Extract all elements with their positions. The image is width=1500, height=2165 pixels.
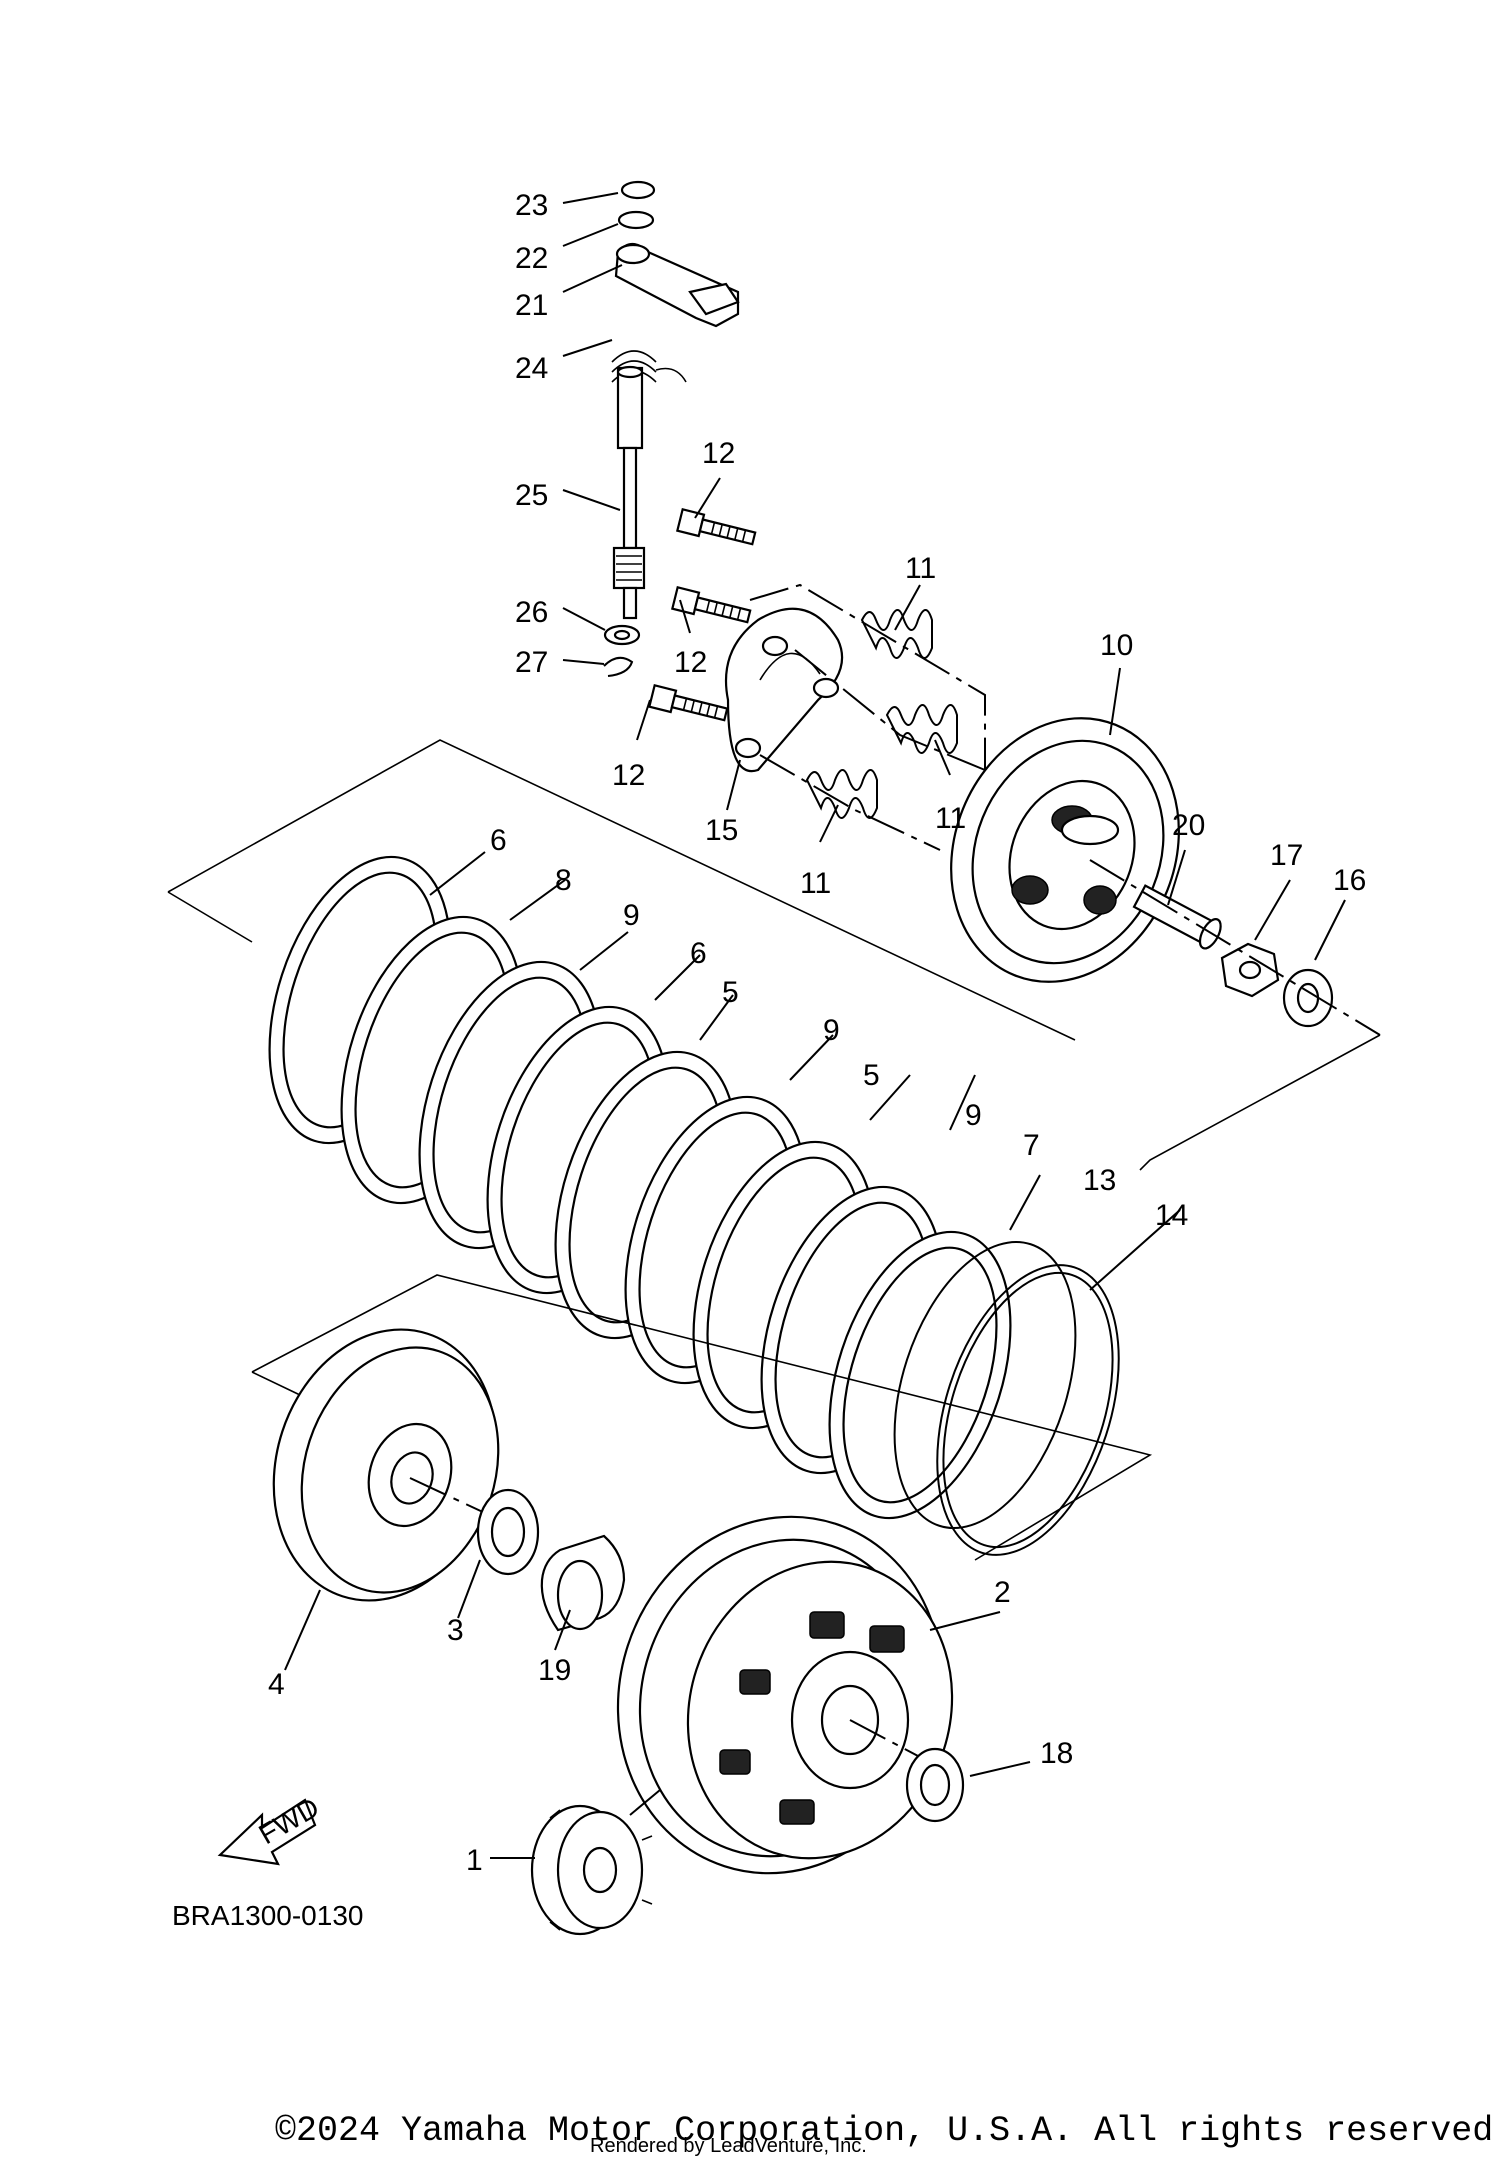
callout-13: 13 (1083, 1164, 1116, 1197)
pressure-plate (950, 717, 1180, 983)
fwd-arrow-icon: FWD (217, 1791, 324, 1866)
clutch-rings (893, 1240, 1120, 1556)
clutch-push-lever-assembly (603, 180, 740, 677)
bolts (648, 507, 757, 722)
callout-7: 7 (1023, 1129, 1040, 1162)
callouts: 1 2 3 4 5 5 6 6 7 8 9 9 9 10 11 11 11 12… (268, 189, 1366, 1877)
hub-outline (251, 1274, 1153, 1561)
callout-12-c: 12 (612, 759, 645, 792)
callout-12-b: 12 (674, 646, 707, 679)
callout-11-b: 11 (935, 802, 966, 835)
callout-25: 25 (515, 479, 548, 512)
callout-20: 20 (1172, 809, 1205, 842)
callout-24: 24 (515, 352, 548, 385)
retainer-plate (724, 607, 844, 773)
clutch-boss (272, 1328, 501, 1602)
copyright-notice: ©2024 Yamaha Motor Corporation, U.S.A. A… (275, 2111, 1500, 2151)
callout-27: 27 (515, 646, 548, 679)
diagram-code: BRA1300-0130 (172, 1900, 363, 1931)
callout-21: 21 (515, 289, 548, 322)
callout-1: 1 (466, 1844, 483, 1877)
callout-6-b: 6 (690, 937, 707, 970)
clutch-springs (749, 583, 986, 851)
callout-8: 8 (555, 864, 572, 897)
push-rod-nut-washer (1089, 859, 1381, 1036)
clutch-plates (268, 855, 1012, 1520)
rendered-by-notice: Rendered by LeadVenture, Inc. (590, 2135, 867, 2157)
callout-9-c: 9 (965, 1099, 982, 1132)
leader-lines (284, 192, 1346, 1859)
callout-6-a: 6 (490, 824, 507, 857)
callout-9-b: 9 (823, 1014, 840, 1047)
plate-stack-outline (167, 739, 1381, 1171)
clutch-housing-gear (616, 1515, 954, 1875)
callout-14: 14 (1155, 1199, 1188, 1232)
callout-9-a: 9 (623, 899, 640, 932)
callout-4: 4 (268, 1668, 285, 1701)
callout-26: 26 (515, 596, 548, 629)
callout-15: 15 (705, 814, 738, 847)
primary-drive-gear (530, 1804, 653, 1936)
washer-and-collar (476, 1488, 626, 1632)
callout-10: 10 (1100, 629, 1133, 662)
callout-16: 16 (1333, 864, 1366, 897)
callout-11-c: 11 (800, 867, 831, 900)
callout-5-b: 5 (863, 1059, 880, 1092)
callout-11-a: 11 (905, 552, 936, 585)
callout-18: 18 (1040, 1737, 1073, 1770)
washer-hole (919, 1763, 951, 1807)
callout-23: 23 (515, 189, 548, 222)
callout-3: 3 (447, 1614, 464, 1647)
callout-5-a: 5 (722, 976, 739, 1009)
callout-19: 19 (538, 1654, 571, 1687)
callout-12-a: 12 (702, 437, 735, 470)
callout-17: 17 (1270, 839, 1303, 872)
callout-2: 2 (994, 1576, 1011, 1609)
callout-22: 22 (515, 242, 548, 275)
